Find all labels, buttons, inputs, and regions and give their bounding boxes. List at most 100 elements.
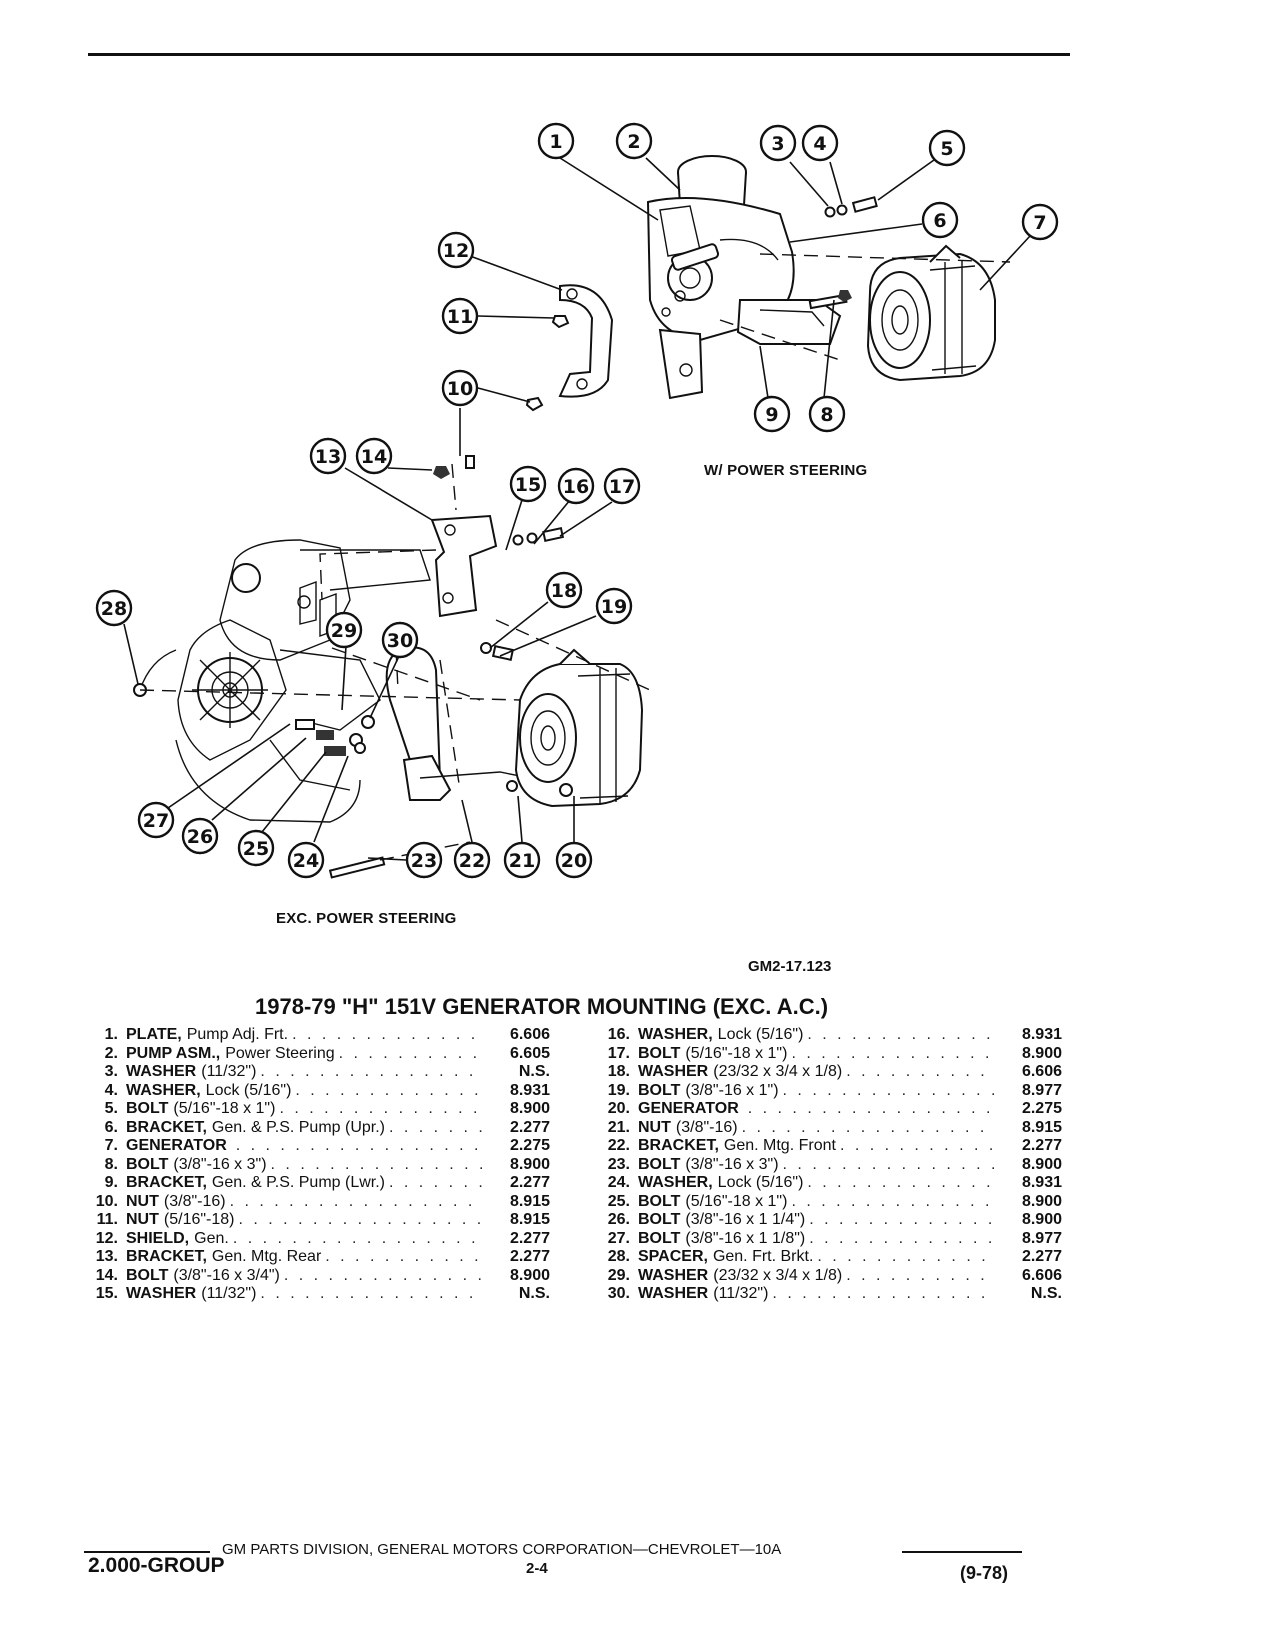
svg-text:16: 16 [563,476,589,498]
part-row: 3.WASHER(11/32")N.S. [74,1063,550,1082]
part-row: 13.BRACKET,Gen. Mtg. Rear2.277 [74,1248,550,1267]
part-name: BOLT [638,1044,681,1062]
part-spec: Gen. & P.S. Pump (Upr.) [211,1118,385,1136]
svg-text:7: 7 [1033,212,1046,234]
footer-corporation: GM PARTS DIVISION, GENERAL MOTORS CORPOR… [222,1541,782,1558]
svg-text:15: 15 [515,474,541,496]
part-number: 11. [96,1211,118,1228]
part-spec: (23/32 x 3/4 x 1/8) [713,1266,843,1284]
part-spec: (11/32") [201,1063,257,1080]
leader-dots [772,1285,994,1304]
group-number: 8.915 [509,1192,550,1210]
group-number: 8.931 [1021,1174,1062,1191]
part-number: 19. [607,1081,630,1099]
svg-text:23: 23 [411,850,437,872]
callout-7: 7 [1021,203,1059,241]
svg-text:27: 27 [143,810,169,832]
part-spec: Gen. [194,1229,229,1247]
svg-text:19: 19 [601,596,627,618]
label-with-power-steering: W/ POWER STEERING [704,462,868,479]
figure-code: GM2-17.123 [748,958,832,975]
group-number: N.S. [518,1285,550,1302]
leader-dots [791,1045,994,1064]
part-number: 4. [104,1081,118,1099]
leader-dots [284,1267,482,1286]
leader-dots [846,1267,994,1286]
part-row: 21.NUT(3/8"-16)8.915 [586,1119,1062,1138]
part-row: 22.BRACKET,Gen. Mtg. Front2.277 [586,1137,1062,1156]
footer-rule-left [84,1551,210,1553]
part-number: 24. [607,1174,630,1191]
label-without-power-steering: EXC. POWER STEERING [276,910,457,927]
part-row: 16.WASHER,Lock (5/16")8.931 [586,1026,1062,1045]
part-name: BOLT [126,1100,169,1117]
part-spec: Lock (5/16") [717,1026,804,1043]
callout-2: 2 [615,122,653,160]
part-spec: (3/8"-16 x 1") [685,1081,779,1099]
group-number: 2.277 [1021,1137,1062,1154]
part-number: 13. [95,1248,118,1265]
part-row: 26.BOLT(3/8"-16 x 1 1/4")8.900 [586,1211,1062,1230]
callout-4: 4 [801,124,839,162]
part-number: 26. [607,1211,630,1228]
part-spec: (5/16"-18) [163,1211,235,1228]
part-number: 23. [607,1155,630,1173]
part-spec: (23/32 x 3/4 x 1/8) [713,1063,843,1080]
lower-bracket-illustration [385,514,541,801]
leader-dots [846,1063,994,1082]
part-name: WASHER [638,1063,709,1080]
leader-dots [748,1100,994,1119]
leader-dots [292,1026,482,1045]
part-row: 8.BOLT(3/8"-16 x 3")8.900 [74,1156,550,1175]
part-row: 6.BRACKET,Gen. & P.S. Pump (Upr.)2.277 [74,1119,550,1138]
part-spec: (3/8"-16 x 3/4") [173,1266,280,1284]
callout-11: 11 [441,297,479,335]
part-name: BOLT [638,1192,681,1210]
svg-text:2: 2 [627,131,640,153]
group-number: 2.277 [1021,1248,1062,1265]
part-row: 24.WASHER,Lock (5/16")8.931 [586,1174,1062,1193]
part-row: 1.PLATE,Pump Adj. Frt.6.606 [74,1026,550,1045]
svg-text:24: 24 [293,850,319,872]
part-name: WASHER [638,1285,709,1302]
part-spec: (11/32") [201,1285,257,1302]
group-number: 6.606 [1021,1266,1062,1284]
svg-text:20: 20 [561,850,587,872]
leader-dots [840,1137,994,1156]
footer-group: 2.000-GROUP [88,1554,225,1577]
svg-text:6: 6 [933,210,946,232]
callout-26: 26 [181,817,219,855]
part-name: WASHER [638,1266,709,1284]
svg-text:5: 5 [940,138,953,160]
svg-text:22: 22 [459,850,485,872]
leader-dots [295,1082,482,1101]
part-row: 15.WASHER(11/32")N.S. [74,1285,550,1304]
part-spec: Gen. Mtg. Rear [211,1248,322,1265]
callout-22: 22 [453,841,491,879]
part-name: WASHER [126,1063,197,1080]
leader-dots [742,1119,994,1138]
part-spec: (3/8"-16 x 1 1/8") [685,1229,806,1247]
part-spec: (3/8"-16 x 3") [685,1155,779,1173]
callout-24: 24 [287,841,325,879]
leader-dots [230,1193,482,1212]
part-spec: (3/8"-16) [163,1192,226,1210]
part-row: 2.PUMP ASM.,Power Steering6.605 [74,1045,550,1064]
leader-dots [389,1119,482,1138]
svg-text:17: 17 [609,476,635,498]
group-number: 2.275 [1021,1100,1062,1117]
part-row: 23.BOLT(3/8"-16 x 3")8.900 [586,1156,1062,1175]
callout-3: 3 [759,124,797,162]
part-number: 15. [95,1285,118,1302]
leader-dots [791,1193,994,1212]
part-name: GENERATOR [638,1100,739,1117]
leader-dots [809,1211,994,1230]
callout-18: 18 [545,571,583,609]
leader-dots [783,1156,994,1175]
part-name: WASHER, [126,1081,201,1099]
parts-list-right: 16.WASHER,Lock (5/16")8.93117.BOLT(5/16"… [586,1026,1062,1304]
svg-text:10: 10 [447,378,473,400]
part-spec: Power Steering [225,1044,335,1062]
part-row: 10.NUT(3/8"-16)8.915 [74,1193,550,1212]
part-number: 6. [104,1118,118,1136]
